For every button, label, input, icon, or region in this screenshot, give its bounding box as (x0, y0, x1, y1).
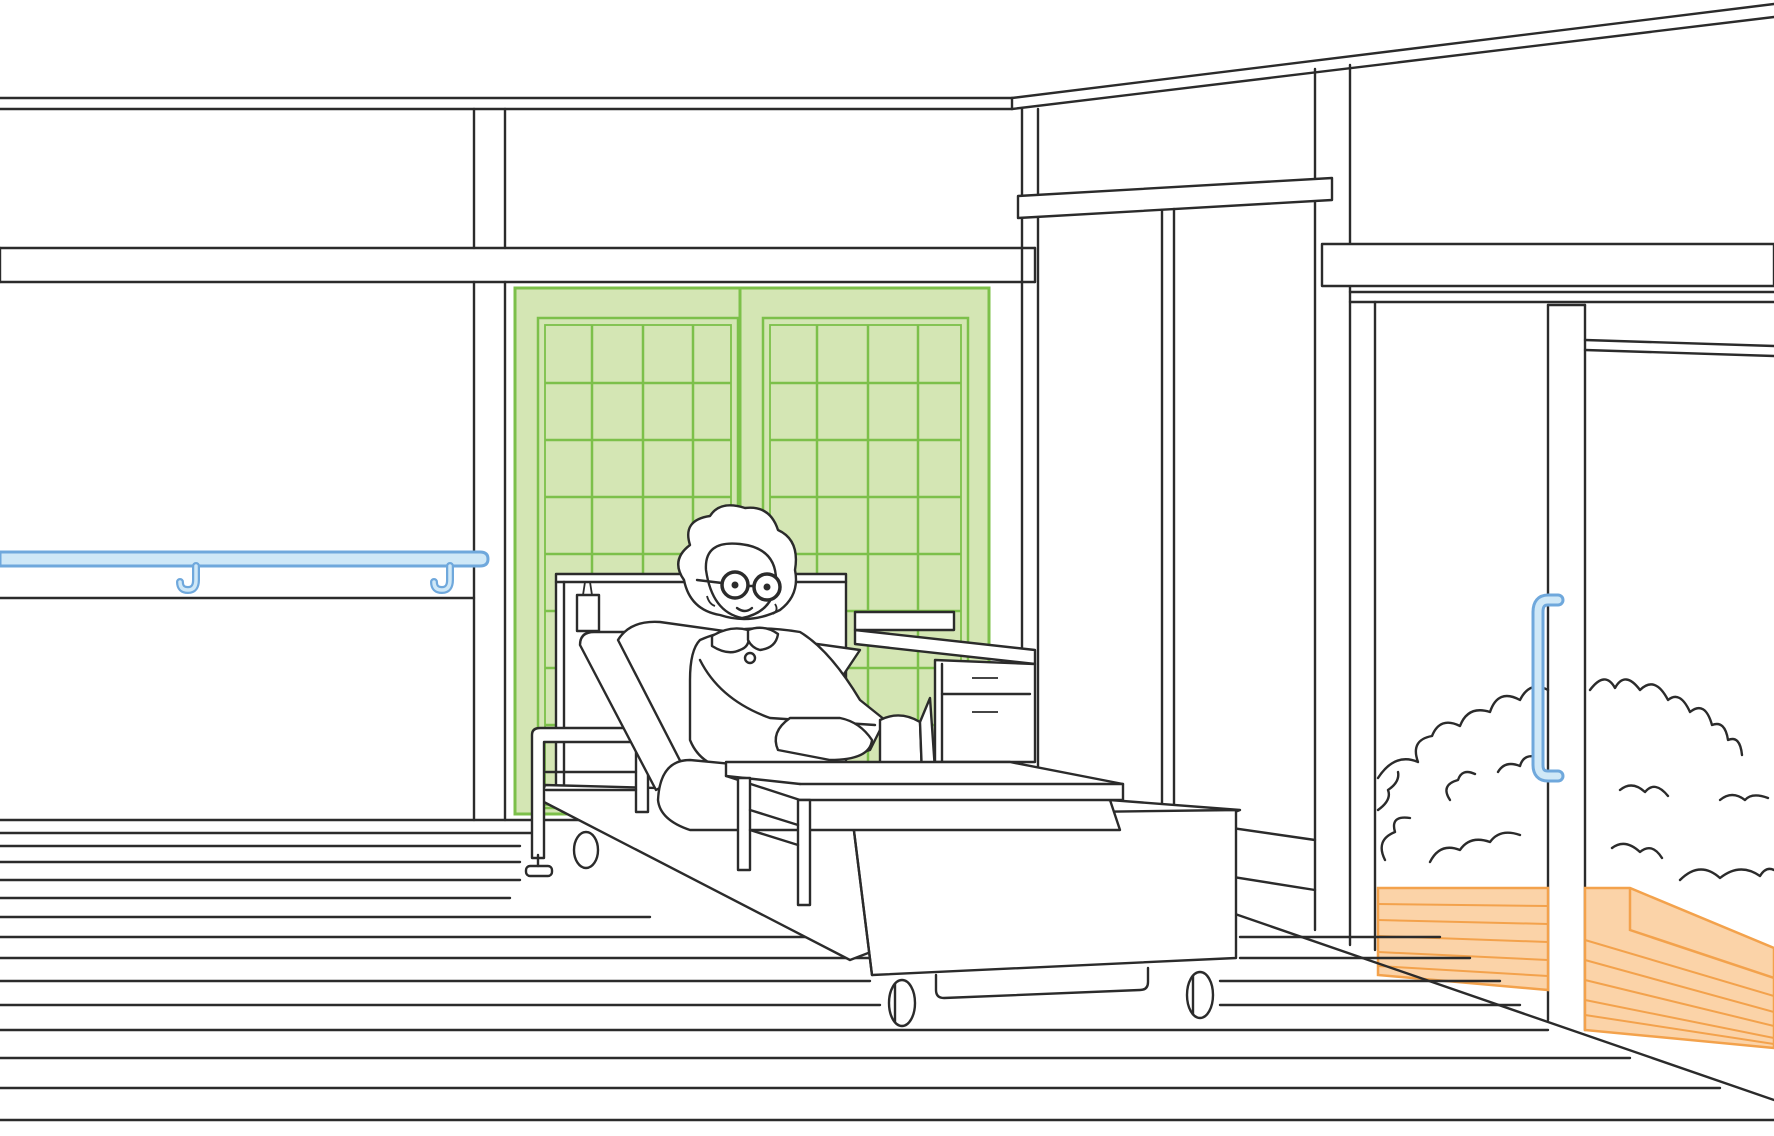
door-grab-bar (1531, 593, 1565, 783)
ceiling-beams (0, 96, 1037, 284)
floor (0, 818, 1774, 1122)
overbed-table (724, 760, 1125, 907)
right-room-structure (1010, 2, 1774, 1032)
wooden-deck (1376, 886, 1774, 1050)
bedside-cabinet (853, 610, 1037, 764)
wall-handrail (0, 550, 490, 595)
garden-shrubs (1376, 678, 1774, 882)
wall-pillar (0, 107, 507, 822)
